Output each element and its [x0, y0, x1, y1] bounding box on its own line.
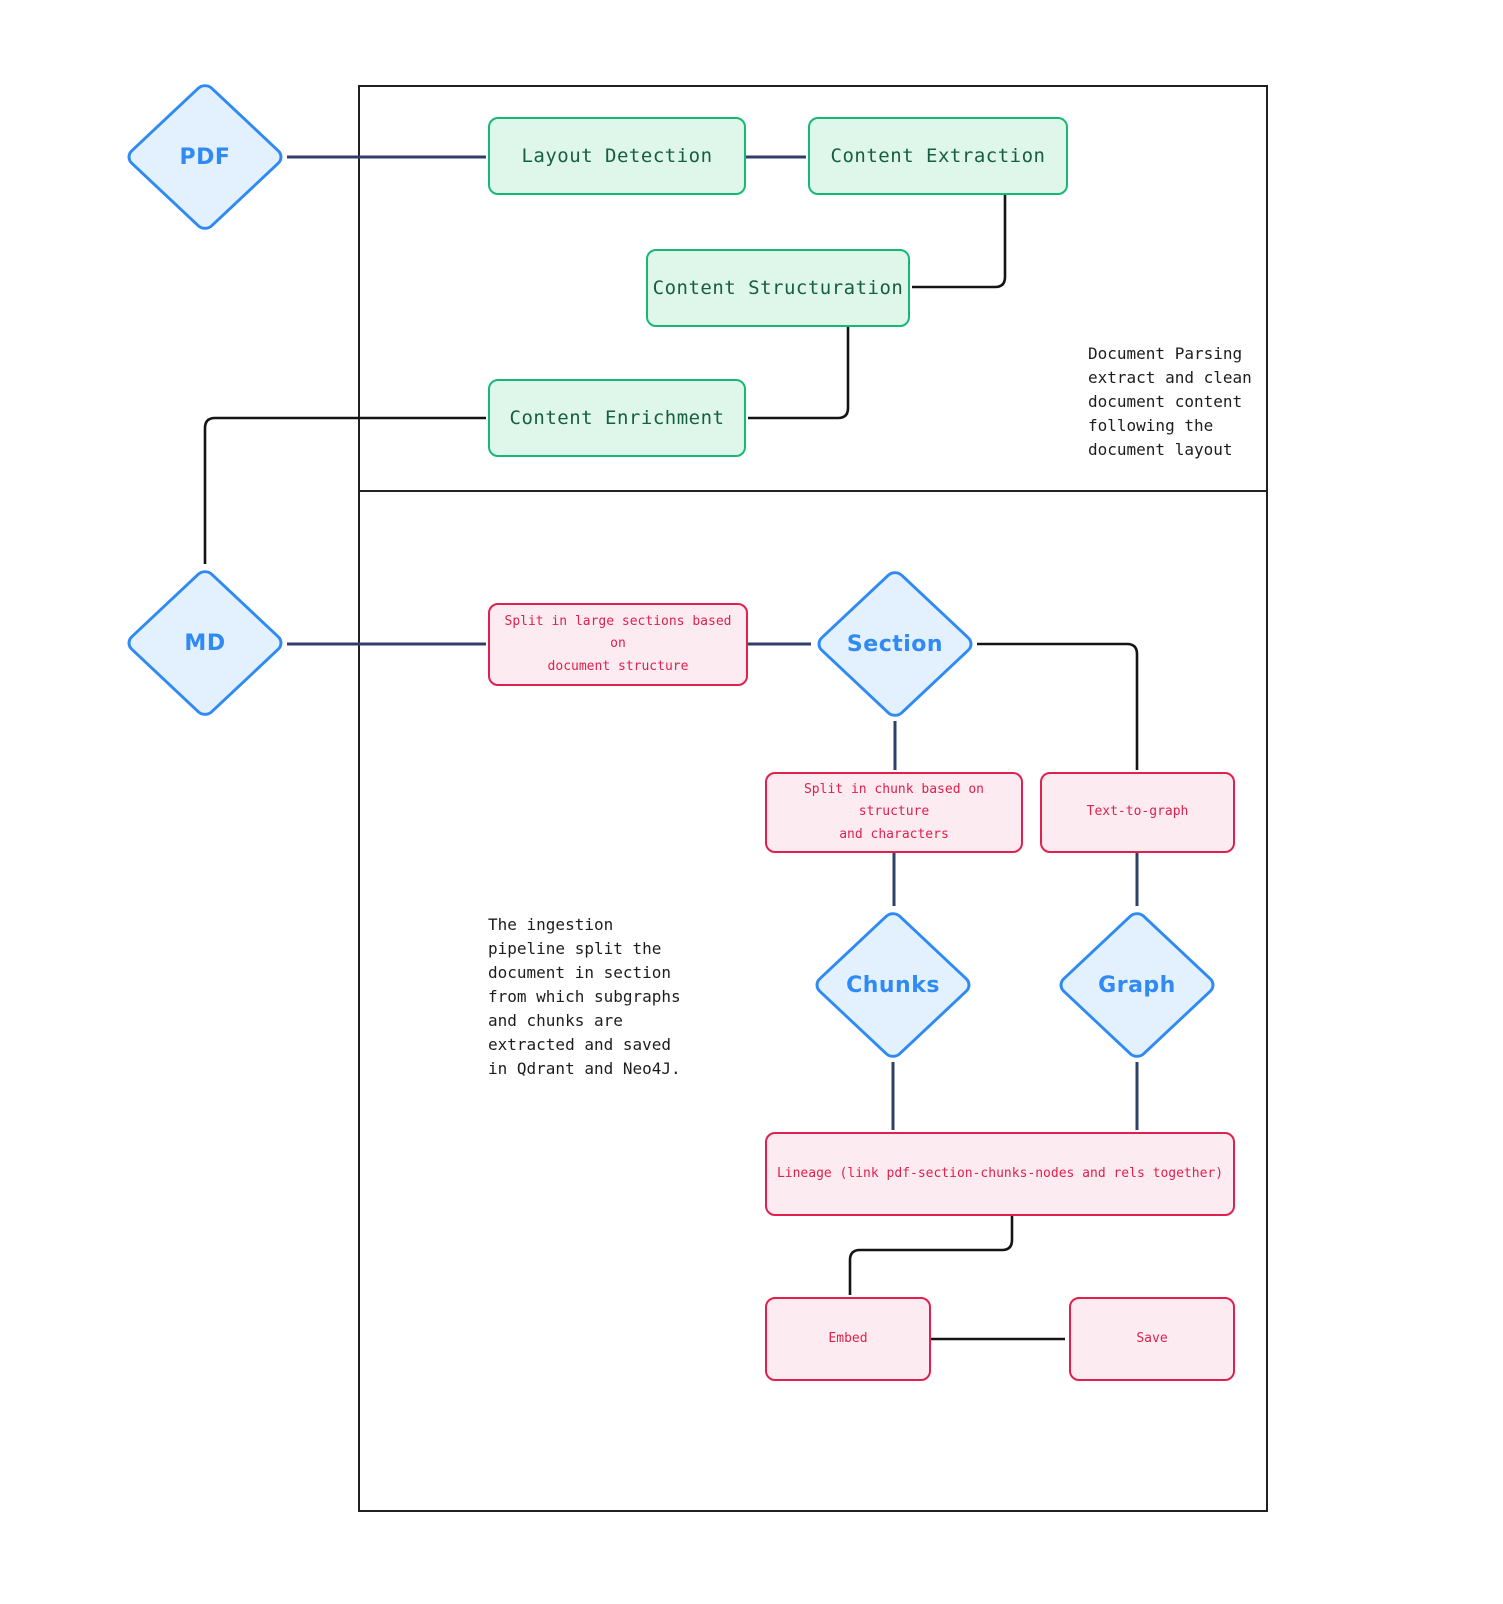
node-lineage: Lineage (link pdf-section-chunks-nodes a… [765, 1132, 1235, 1216]
node-graph: Graph [1054, 907, 1220, 1063]
note-ingestion: The ingestion pipeline split the documen… [488, 915, 681, 1078]
pdf-label: PDF [179, 144, 231, 170]
graph-label: Graph [1098, 972, 1176, 998]
node-embed: Embed [765, 1297, 931, 1381]
node-content-structuration: Content Structuration [646, 249, 910, 327]
node-content-enrichment: Content Enrichment [488, 379, 746, 457]
node-section: Section [812, 566, 978, 722]
node-content-extraction: Content Extraction [808, 117, 1068, 195]
node-save: Save [1069, 1297, 1235, 1381]
node-text-to-graph: Text-to-graph [1040, 772, 1235, 853]
node-md: MD [122, 565, 288, 721]
node-chunks: Chunks [810, 907, 976, 1063]
node-pdf: PDF [122, 79, 288, 235]
pipeline-frame [358, 85, 1268, 1512]
note-document-parsing: Document Parsing extract and clean docum… [1088, 344, 1252, 459]
chunks-label: Chunks [846, 972, 940, 998]
md-label: MD [184, 630, 226, 656]
section-label: Section [846, 631, 944, 657]
node-split-sections: Split in large sections based on documen… [488, 603, 748, 686]
node-layout-detection: Layout Detection [488, 117, 746, 195]
node-split-chunks: Split in chunk based on structure and ch… [765, 772, 1023, 853]
section-divider-line [358, 490, 1268, 492]
